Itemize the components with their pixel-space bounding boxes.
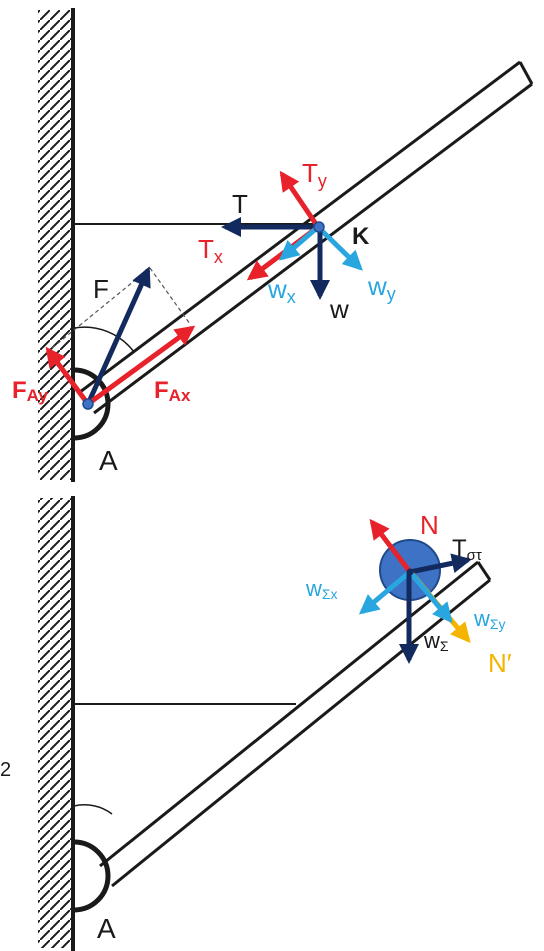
label-wy: wy [367,271,396,304]
force-wx-arrow [278,225,320,261]
force-wSx-arrow [358,570,412,615]
label-wx: wx [267,274,296,307]
hinge-top [73,367,111,441]
label-FAy: FAy [12,377,48,405]
top-diagram: F FAy FAx A T Ty Tx K wx wy w [12,8,534,482]
wall-hatching-bottom [38,498,72,948]
label-wSy: wΣy [473,606,506,632]
force-N-arrow [369,518,412,574]
label-Nprime: N′ [488,648,512,678]
label-Tx: Tx [198,234,223,267]
label-F: F [93,274,109,304]
force-FAy-arrow [45,346,91,406]
label-A-bottom: A [97,913,116,944]
point-K-dot [313,221,325,233]
bottom-diagram: N Tστ wΣx wΣy wΣ N′ A 2 [0,496,512,951]
angle-arc-top [73,326,135,353]
force-Tst-arrow [409,553,472,575]
force-wSy-arrow [408,570,453,624]
pivot-A-dot [82,398,94,410]
label-Tst: Tστ [452,535,482,564]
force-FAx-arrow [86,325,196,407]
label-N: N [420,510,439,540]
beam-bottom [99,560,492,888]
label-wS: wΣ [423,628,449,654]
force-wy-arrow [316,225,363,271]
label-A-top: A [99,445,118,476]
label-T: T [232,189,248,219]
label-FAx: FAx [154,377,191,405]
label-K: K [352,223,370,250]
angle-arc-bottom [73,804,113,815]
hinge-bottom [73,839,111,913]
label-wSx: wΣx [305,576,338,602]
force-F-arrow [85,266,151,406]
label-w: w [329,294,349,324]
wall-hatching-top [38,10,72,480]
side-mark: 2 [0,759,11,781]
force-Ty-arrow [279,170,321,229]
ball-center-dot [406,568,414,576]
label-Ty: Ty [302,158,327,191]
